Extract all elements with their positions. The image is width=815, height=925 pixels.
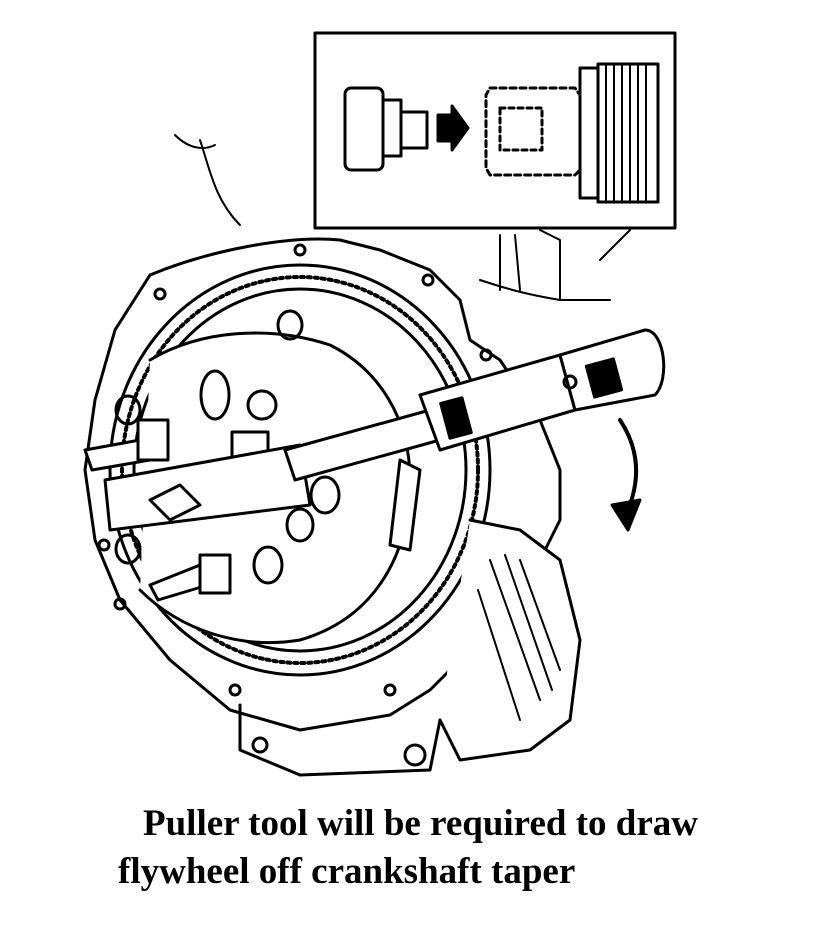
puller-studs — [83, 418, 270, 602]
inset-detail-box — [313, 31, 677, 230]
puller-bar — [103, 443, 312, 532]
flywheel-puller-illustration — [83, 31, 677, 777]
caption-line-1: Puller tool will be required to draw — [143, 803, 698, 844]
flywheel-ring-gear — [108, 263, 492, 677]
figure-caption: Puller tool will be required to draw fly… — [0, 800, 815, 896]
rotation-arrow-icon — [610, 418, 642, 532]
engine-background-sketch — [174, 134, 631, 301]
caption-line-2: flywheel off crankshaft taper — [118, 851, 576, 892]
wrench-handle — [283, 328, 666, 552]
oil-pan — [238, 518, 582, 777]
